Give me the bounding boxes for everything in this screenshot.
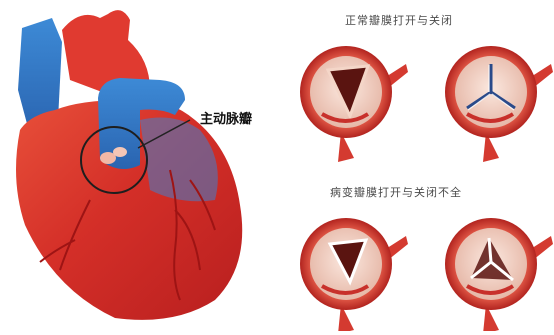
caption-diseased-valve: 病变瓣膜打开与关闭不全 bbox=[330, 184, 462, 200]
valve-normal-closed bbox=[445, 46, 553, 162]
right-ventricle-shade bbox=[140, 118, 218, 202]
aortic-valve-label: 主动脉瓣 bbox=[200, 108, 252, 127]
valve-diseased-closed bbox=[445, 218, 553, 331]
valve-diseased-open bbox=[300, 218, 408, 331]
caption-normal-valve: 正常瓣膜打开与关闭 bbox=[345, 12, 453, 28]
valve-normal-open bbox=[300, 46, 408, 162]
heart-illustration bbox=[16, 10, 242, 320]
aortic-valve-spot-2 bbox=[113, 147, 127, 157]
